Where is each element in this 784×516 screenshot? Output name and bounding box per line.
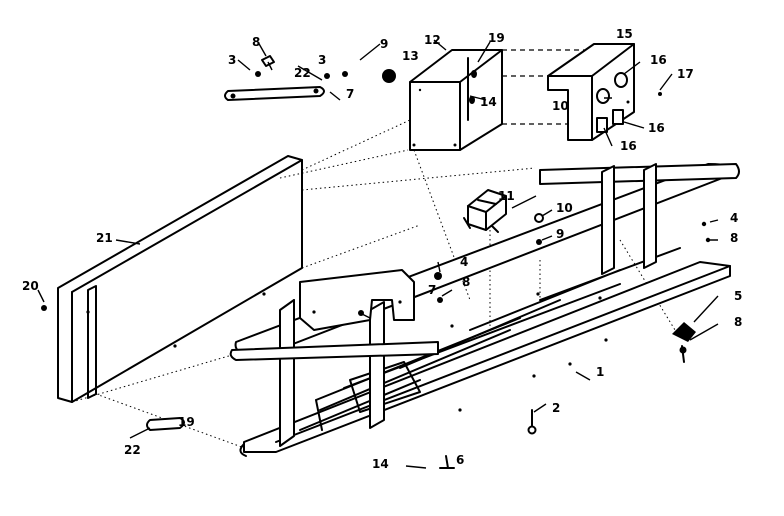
callout-13: 13 (402, 49, 419, 63)
callout-19: 19 (178, 415, 195, 429)
callout-14-top: 14 (480, 95, 497, 109)
relay-part (463, 189, 507, 233)
callout-3-low: 8 (734, 315, 742, 329)
callout-10-top: 10 (552, 99, 569, 113)
callout-21: 21 (96, 231, 113, 245)
callout-9-mid: 9 (556, 227, 564, 241)
grommet-part (382, 69, 396, 83)
callout-15: 15 (616, 27, 633, 41)
callout-12: 12 (424, 33, 441, 47)
control-box-right-part (547, 43, 662, 141)
nut-part (329, 71, 348, 101)
washer-part (324, 73, 330, 79)
callout-5: 5 (734, 289, 742, 303)
control-box-left-part (409, 49, 503, 151)
callout-3-mid: 3 (318, 53, 326, 67)
callout-10-mid: 10 (556, 201, 573, 215)
callout-20: 20 (22, 279, 39, 293)
callout-12-b: 19 (488, 31, 505, 45)
callout-leaders (37, 39, 719, 469)
callout-17: 17 (677, 67, 694, 81)
callout-11: 11 (498, 189, 515, 203)
callout-8-mid: 8 (462, 275, 470, 289)
small-screw-part (255, 71, 261, 77)
callout-16-b: 16 (648, 121, 665, 135)
callout-1: 1 (596, 365, 604, 379)
callout-22-low: 22 (124, 443, 141, 457)
callout-6: 6 (456, 453, 464, 467)
base-frame-part (229, 163, 740, 457)
callout-14-low: 14 (372, 457, 389, 471)
callout-16-a: 16 (650, 53, 667, 67)
callout-16-c: 16 (620, 139, 637, 153)
front-panel-part (57, 155, 303, 403)
mounting-bar-part (224, 86, 325, 101)
callout-4-mid: 4 (460, 255, 468, 269)
hardware-parts (41, 213, 711, 469)
callout-7-top: 7 (346, 87, 354, 101)
callout-8-top: 8 (252, 35, 260, 49)
callout-4-right: 4 (730, 211, 738, 225)
screw-part (261, 55, 275, 71)
callout-9-top: 9 (380, 37, 388, 51)
callout-7-mid: 7 (428, 283, 436, 297)
callout-8-low: 2 (552, 401, 560, 415)
callout-22-top: 22 (294, 66, 311, 80)
callout-3-left: 3 (228, 53, 236, 67)
callout-3-right: 8 (730, 231, 738, 245)
